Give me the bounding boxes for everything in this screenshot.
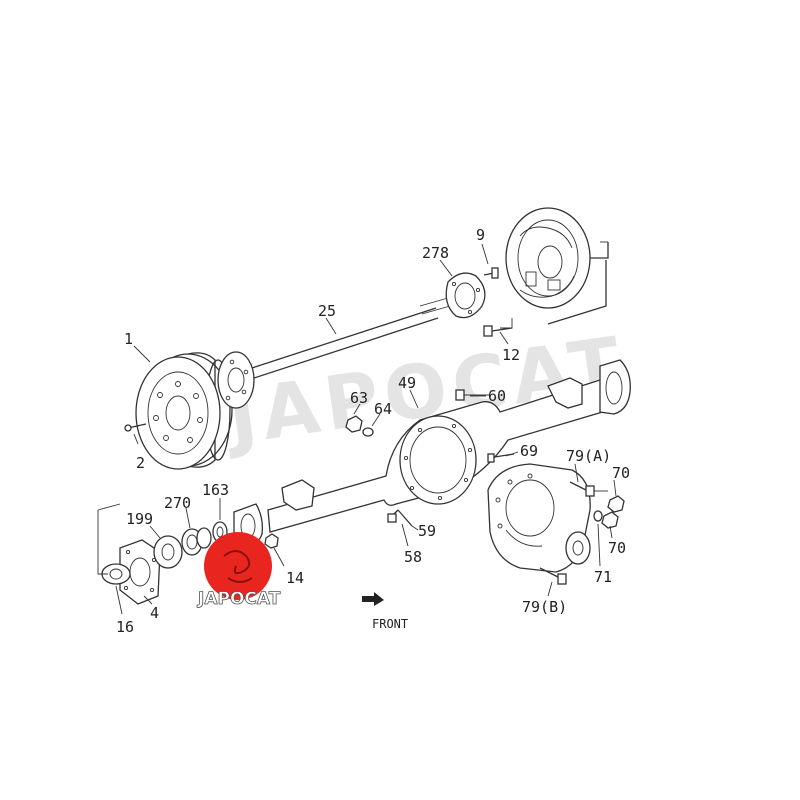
bearing-270 (181, 527, 212, 556)
label-part-69: 69 (520, 442, 538, 460)
axle-housing (233, 359, 631, 547)
logo-circle (204, 532, 272, 600)
label-part-14: 14 (286, 569, 304, 587)
companion-flange (119, 539, 161, 605)
label-part-278: 278 (422, 244, 449, 262)
differential-carrier (487, 463, 591, 573)
label-part-70-top: 70 (612, 464, 630, 482)
front-label: FRONT (372, 617, 408, 631)
nut-70-top (607, 495, 625, 513)
label-part-4: 4 (150, 604, 159, 622)
logo-text: JAPOCAT (197, 589, 281, 609)
bolt-79a (569, 481, 608, 497)
label-part-12: 12 (502, 346, 520, 364)
part-labels: 1 2 4 9 12 14 16 25 49 58 59 60 63 64 69… (116, 226, 630, 636)
label-part-2: 2 (136, 454, 145, 472)
bracket-line-left (97, 510, 108, 575)
logo-swirl (223, 550, 253, 583)
label-part-16: 16 (116, 618, 134, 636)
retainer-plate (445, 272, 486, 319)
bracket-line-left-top (97, 503, 121, 511)
vent (455, 389, 490, 401)
stud (487, 453, 515, 463)
front-direction: FRONT (362, 592, 408, 631)
brake-backing-plate (505, 207, 609, 325)
label-part-79a: 79(A) (566, 447, 611, 465)
label-part-70-bottom: 70 (608, 539, 626, 557)
label-part-1: 1 (124, 330, 133, 348)
drum-screw (124, 423, 147, 432)
label-part-71: 71 (594, 568, 612, 586)
leader-lines (115, 243, 617, 615)
bolt-lower (483, 318, 513, 337)
label-part-199: 199 (126, 510, 153, 528)
label-part-9: 9 (476, 226, 485, 244)
breather-plug (387, 513, 397, 523)
label-part-270: 270 (164, 494, 191, 512)
bolt-79b (539, 567, 567, 585)
japocat-logo: JAPOCAT (197, 532, 281, 609)
washer (593, 510, 603, 522)
label-part-79b: 79(B) (522, 598, 567, 616)
gasket (362, 427, 374, 437)
label-part-59: 59 (418, 522, 436, 540)
axle-shaft (217, 297, 451, 409)
label-part-58: 58 (404, 548, 422, 566)
drain-plug (345, 415, 363, 433)
bearing-199 (153, 535, 183, 569)
brake-drum (135, 352, 233, 470)
label-part-163: 163 (202, 481, 229, 499)
label-part-63: 63 (350, 389, 368, 407)
label-part-60: 60 (488, 387, 506, 405)
nut-70-bottom (601, 511, 619, 529)
label-part-49: 49 (398, 374, 416, 392)
bolt-upper (483, 267, 499, 279)
front-arrow-icon (362, 592, 384, 606)
nut (264, 533, 279, 549)
label-part-64: 64 (374, 400, 392, 418)
label-part-25: 25 (318, 302, 336, 320)
